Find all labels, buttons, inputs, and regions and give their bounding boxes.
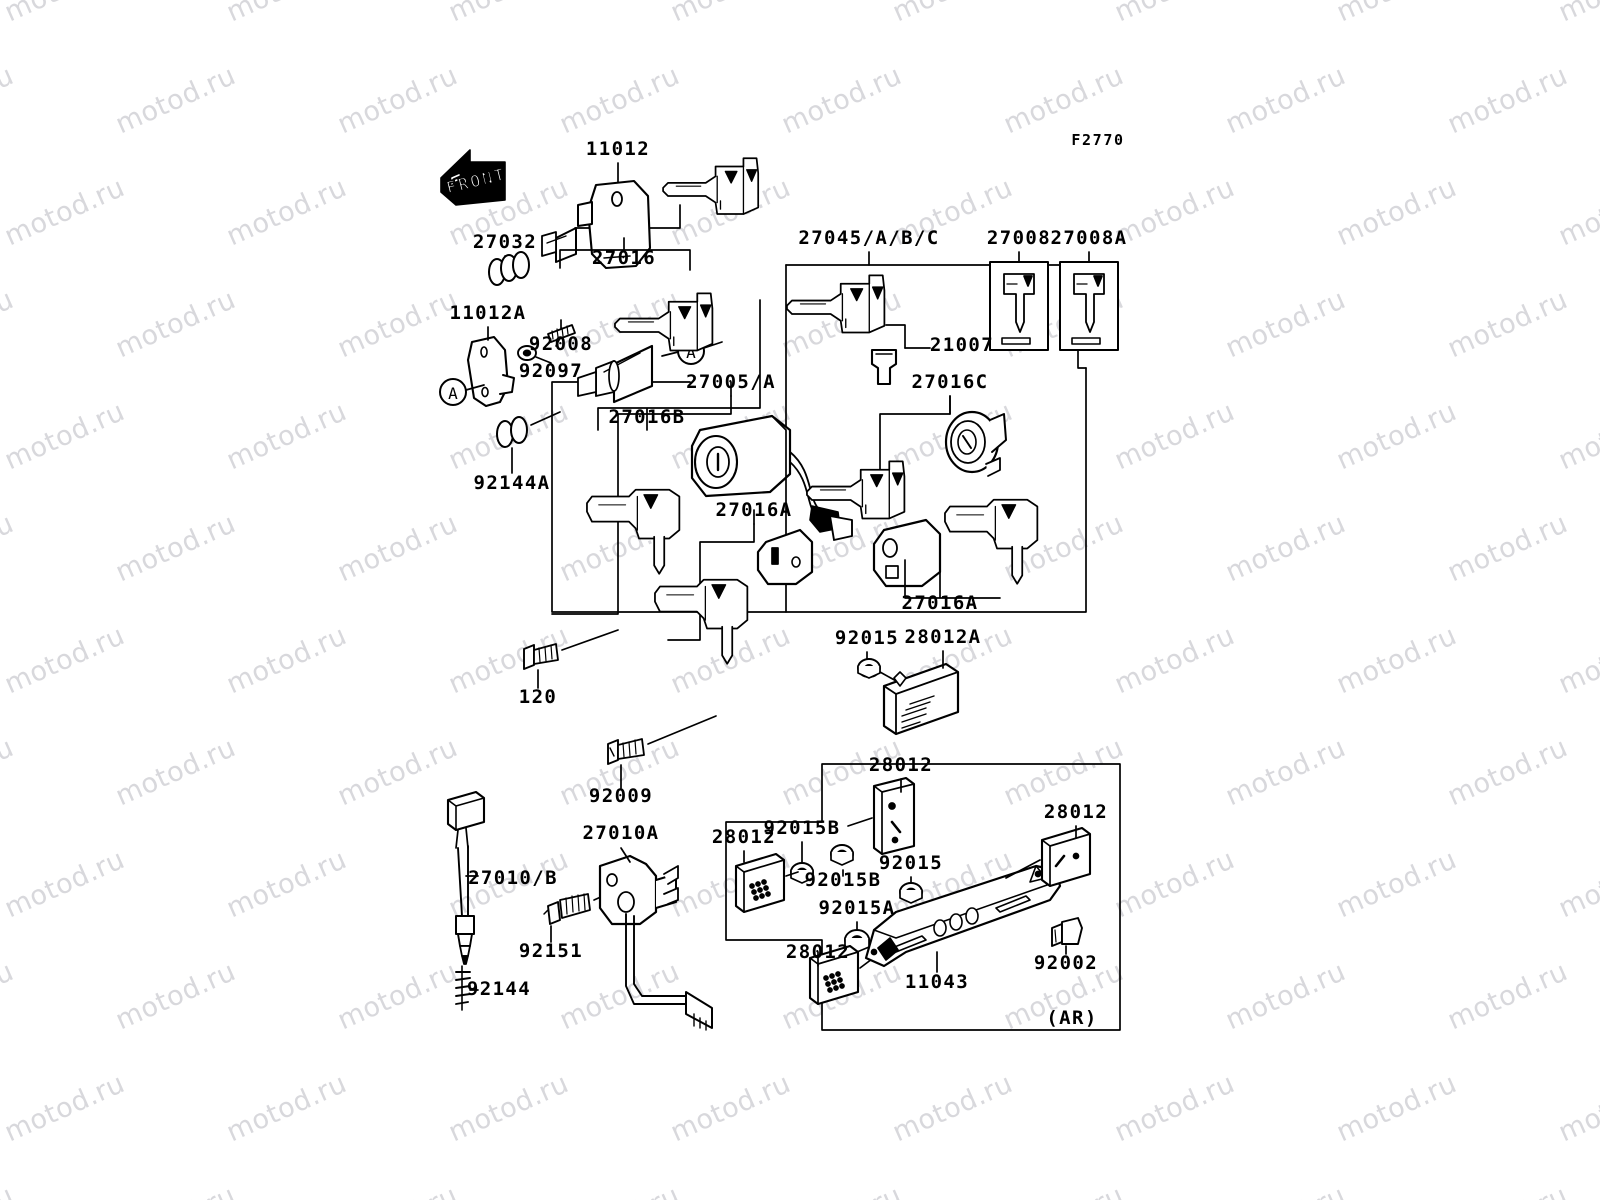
callout-92097: 92097 xyxy=(518,360,584,382)
part-92015B-nut-a xyxy=(830,844,854,866)
callout-92015B-b: 92015B xyxy=(804,869,882,891)
callout-28012-top: 28012 xyxy=(868,754,934,776)
part-21007-rotor xyxy=(870,348,898,386)
part-27032-rings xyxy=(488,251,530,286)
part-92015B-nut-b xyxy=(790,862,814,884)
callout-92144A: 92144A xyxy=(473,472,551,494)
part-28012-top xyxy=(872,776,916,856)
ref-marker-a-left: A xyxy=(439,378,485,406)
part-92144A-rings xyxy=(496,416,528,448)
callout-92009: 92009 xyxy=(588,785,654,807)
part-11012A-bracket xyxy=(466,335,515,408)
callout-21007: 21007 xyxy=(929,334,995,356)
part-92097-washer xyxy=(517,345,537,361)
availability-note: (AR) xyxy=(1046,1007,1098,1029)
callout-92015-top: 92015 xyxy=(834,627,900,649)
callout-28012-left: 28012 xyxy=(711,826,777,848)
callout-27010A: 27010A xyxy=(582,822,660,844)
callout-92008: 92008 xyxy=(528,333,594,355)
callout-28012A: 28012A xyxy=(904,626,982,648)
part-27005A-ignition-switch xyxy=(690,414,853,541)
callout-11012: 11012 xyxy=(585,138,651,160)
callout-120: 120 xyxy=(518,686,558,708)
callout-27045: 27045/A/B/C xyxy=(798,227,940,249)
callout-92015B-a: 92015B xyxy=(763,817,841,839)
callout-28012-bot: 28012 xyxy=(785,941,851,963)
svg-text:A: A xyxy=(448,384,458,403)
part-27016-lock xyxy=(541,227,577,263)
frame-27005-left xyxy=(551,395,732,615)
part-92144-spring xyxy=(455,965,471,1011)
part-92151-bolt xyxy=(543,893,591,925)
callout-27016A-right: 27016A xyxy=(901,592,979,614)
callout-92151: 92151 xyxy=(518,940,584,962)
part-27016C-lock xyxy=(944,410,1007,477)
svg-text:A: A xyxy=(686,343,696,362)
part-27010B-switch xyxy=(446,790,486,965)
callout-27016A-left: 27016A xyxy=(715,499,793,521)
frame-main-right xyxy=(785,367,1087,613)
part-11012-cap xyxy=(577,179,652,270)
callout-27032: 27032 xyxy=(472,231,538,253)
callout-11043: 11043 xyxy=(904,971,970,993)
part-92002-bolt xyxy=(1051,917,1083,947)
callout-27008A: 27008A xyxy=(1050,227,1128,249)
callout-92144: 92144 xyxy=(466,978,532,1000)
callout-92015-mid: 92015 xyxy=(878,852,944,874)
part-27008A-keyblank-box xyxy=(1059,261,1119,351)
callout-27005: 27005/A xyxy=(686,371,776,393)
sheet-code: F2770 xyxy=(1071,131,1125,149)
part-92008-screw xyxy=(547,324,576,343)
part-28012-left xyxy=(734,852,786,914)
part-92009-screw xyxy=(607,738,645,765)
part-28012A-reflector xyxy=(882,662,960,736)
part-27008-keyblank-box xyxy=(989,261,1049,351)
callout-28012-right: 28012 xyxy=(1043,801,1109,823)
part-92015-nut-top xyxy=(857,658,881,679)
callout-27016B: 27016B xyxy=(608,406,686,428)
part-120-bolt xyxy=(523,643,559,670)
callout-92015A: 92015A xyxy=(818,897,896,919)
callout-11012A: 11012A xyxy=(449,302,527,324)
part-27016A-left-lock xyxy=(756,528,814,586)
part-27010A-switch xyxy=(598,854,713,1031)
part-28012-right xyxy=(1040,826,1092,888)
part-11043-bracket xyxy=(864,864,1062,968)
part-27016B-lock xyxy=(577,344,654,404)
callout-27016: 27016 xyxy=(591,247,657,269)
callout-27016C: 27016C xyxy=(911,371,989,393)
part-27016A-right-lock xyxy=(872,518,942,588)
callout-92002: 92002 xyxy=(1033,952,1099,974)
callout-27008: 27008 xyxy=(986,227,1052,249)
callout-27010B: 27010/B xyxy=(468,867,558,889)
front-direction-arrow: FRONT xyxy=(440,149,509,206)
frame-ar-group xyxy=(725,763,1121,1031)
